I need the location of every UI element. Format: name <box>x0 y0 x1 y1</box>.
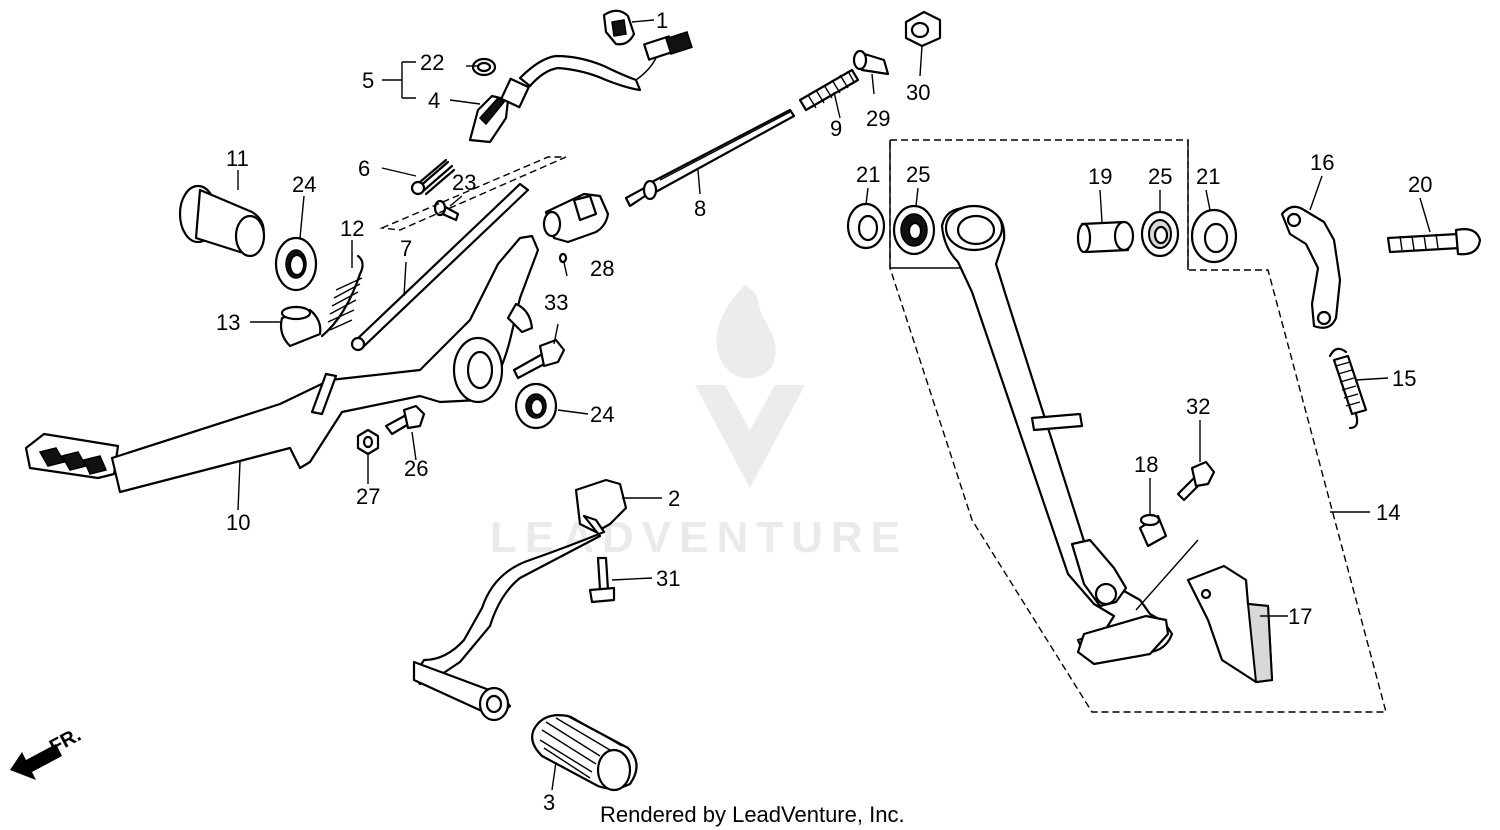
part-stand-spring <box>1328 347 1368 430</box>
part-washer-21-left <box>846 202 886 250</box>
part-bolt-20 <box>1386 228 1482 256</box>
label-part-8: 8 <box>694 196 706 221</box>
part-shift-pedal <box>412 478 628 722</box>
part-stand-rubber <box>1186 564 1274 684</box>
part-clip <box>602 9 636 46</box>
part-cotter-pin <box>558 252 568 277</box>
label-part-14: 14 <box>1376 500 1400 525</box>
part-bolt-31 <box>588 556 616 604</box>
part-side-stand <box>940 204 1174 666</box>
label-part-4: 4 <box>428 88 440 113</box>
part-pedal-rubber <box>531 714 638 792</box>
part-pivot-collar <box>178 184 266 258</box>
label-part-22: 22 <box>420 50 444 75</box>
label-part-19: 19 <box>1088 164 1112 189</box>
label-part-3: 3 <box>543 790 555 815</box>
part-spring-bracket <box>1280 205 1342 329</box>
part-collar-18 <box>1138 513 1168 548</box>
part-seal-25-left <box>892 204 936 256</box>
leader-lines <box>237 19 1431 791</box>
part-rod-7 <box>350 182 530 352</box>
label-part-26: 26 <box>404 456 428 481</box>
part-seal-25-right <box>1140 210 1180 258</box>
label-part-21-left: 21 <box>856 162 880 187</box>
label-part-33: 33 <box>544 290 568 315</box>
label-part-28: 28 <box>590 256 614 281</box>
part-brake-rod <box>624 108 796 208</box>
label-part-15: 15 <box>1392 366 1416 391</box>
label-part-6: 6 <box>358 156 370 181</box>
part-bolt-33 <box>512 338 566 380</box>
label-part-12: 12 <box>340 216 364 241</box>
label-part-5: 5 <box>362 68 374 93</box>
part-nut-27 <box>356 428 380 456</box>
label-part-18: 18 <box>1134 452 1158 477</box>
part-brake-pedal <box>24 234 540 494</box>
label-part-24-lower: 24 <box>590 402 614 427</box>
label-part-17: 17 <box>1288 604 1312 629</box>
label-part-9: 9 <box>830 116 842 141</box>
part-seal-24-lower <box>514 382 558 430</box>
part-return-spring <box>320 254 364 338</box>
part-bolt-32 <box>1176 460 1216 502</box>
label-part-2: 2 <box>668 486 680 511</box>
part-labels: 1 2 3 4 5 6 7 8 9 10 11 12 13 14 15 16 1… <box>216 8 1432 815</box>
label-part-21-right: 21 <box>1196 164 1220 189</box>
part-band <box>471 57 497 77</box>
render-credit: Rendered by LeadVenture, Inc. <box>600 802 905 827</box>
label-part-27: 27 <box>356 484 380 509</box>
part-bushing-13 <box>279 305 322 348</box>
label-part-30: 30 <box>906 80 930 105</box>
label-part-31: 31 <box>656 566 680 591</box>
label-part-20: 20 <box>1408 172 1432 197</box>
label-part-7: 7 <box>400 236 412 261</box>
part-collar-19 <box>1076 220 1135 254</box>
label-part-25-left: 25 <box>906 162 930 187</box>
label-part-32: 32 <box>1186 394 1210 419</box>
part-rod-joint <box>542 192 610 244</box>
part-rod-spring <box>798 68 860 112</box>
label-part-16: 16 <box>1310 150 1334 175</box>
watermark-logo <box>695 285 805 488</box>
part-bolt-26 <box>384 404 426 436</box>
front-arrow-icon <box>10 744 62 780</box>
part-stop-switch <box>468 31 693 144</box>
label-part-23: 23 <box>452 170 476 195</box>
label-part-11: 11 <box>226 146 249 171</box>
label-part-29: 29 <box>866 106 890 131</box>
label-part-10: 10 <box>226 510 250 535</box>
label-part-25-right: 25 <box>1148 164 1172 189</box>
label-part-24-upper: 24 <box>292 172 316 197</box>
callout-line-17 <box>1135 539 1199 611</box>
part-nut-30 <box>904 10 942 48</box>
part-joint-29 <box>852 49 890 76</box>
label-part-1: 1 <box>656 8 668 33</box>
label-part-13: 13 <box>216 310 240 335</box>
part-seal-24-upper <box>274 236 318 292</box>
part-washer-21-right <box>1190 208 1238 264</box>
callout-bracket <box>379 156 567 231</box>
part-switch-spring <box>410 158 456 196</box>
